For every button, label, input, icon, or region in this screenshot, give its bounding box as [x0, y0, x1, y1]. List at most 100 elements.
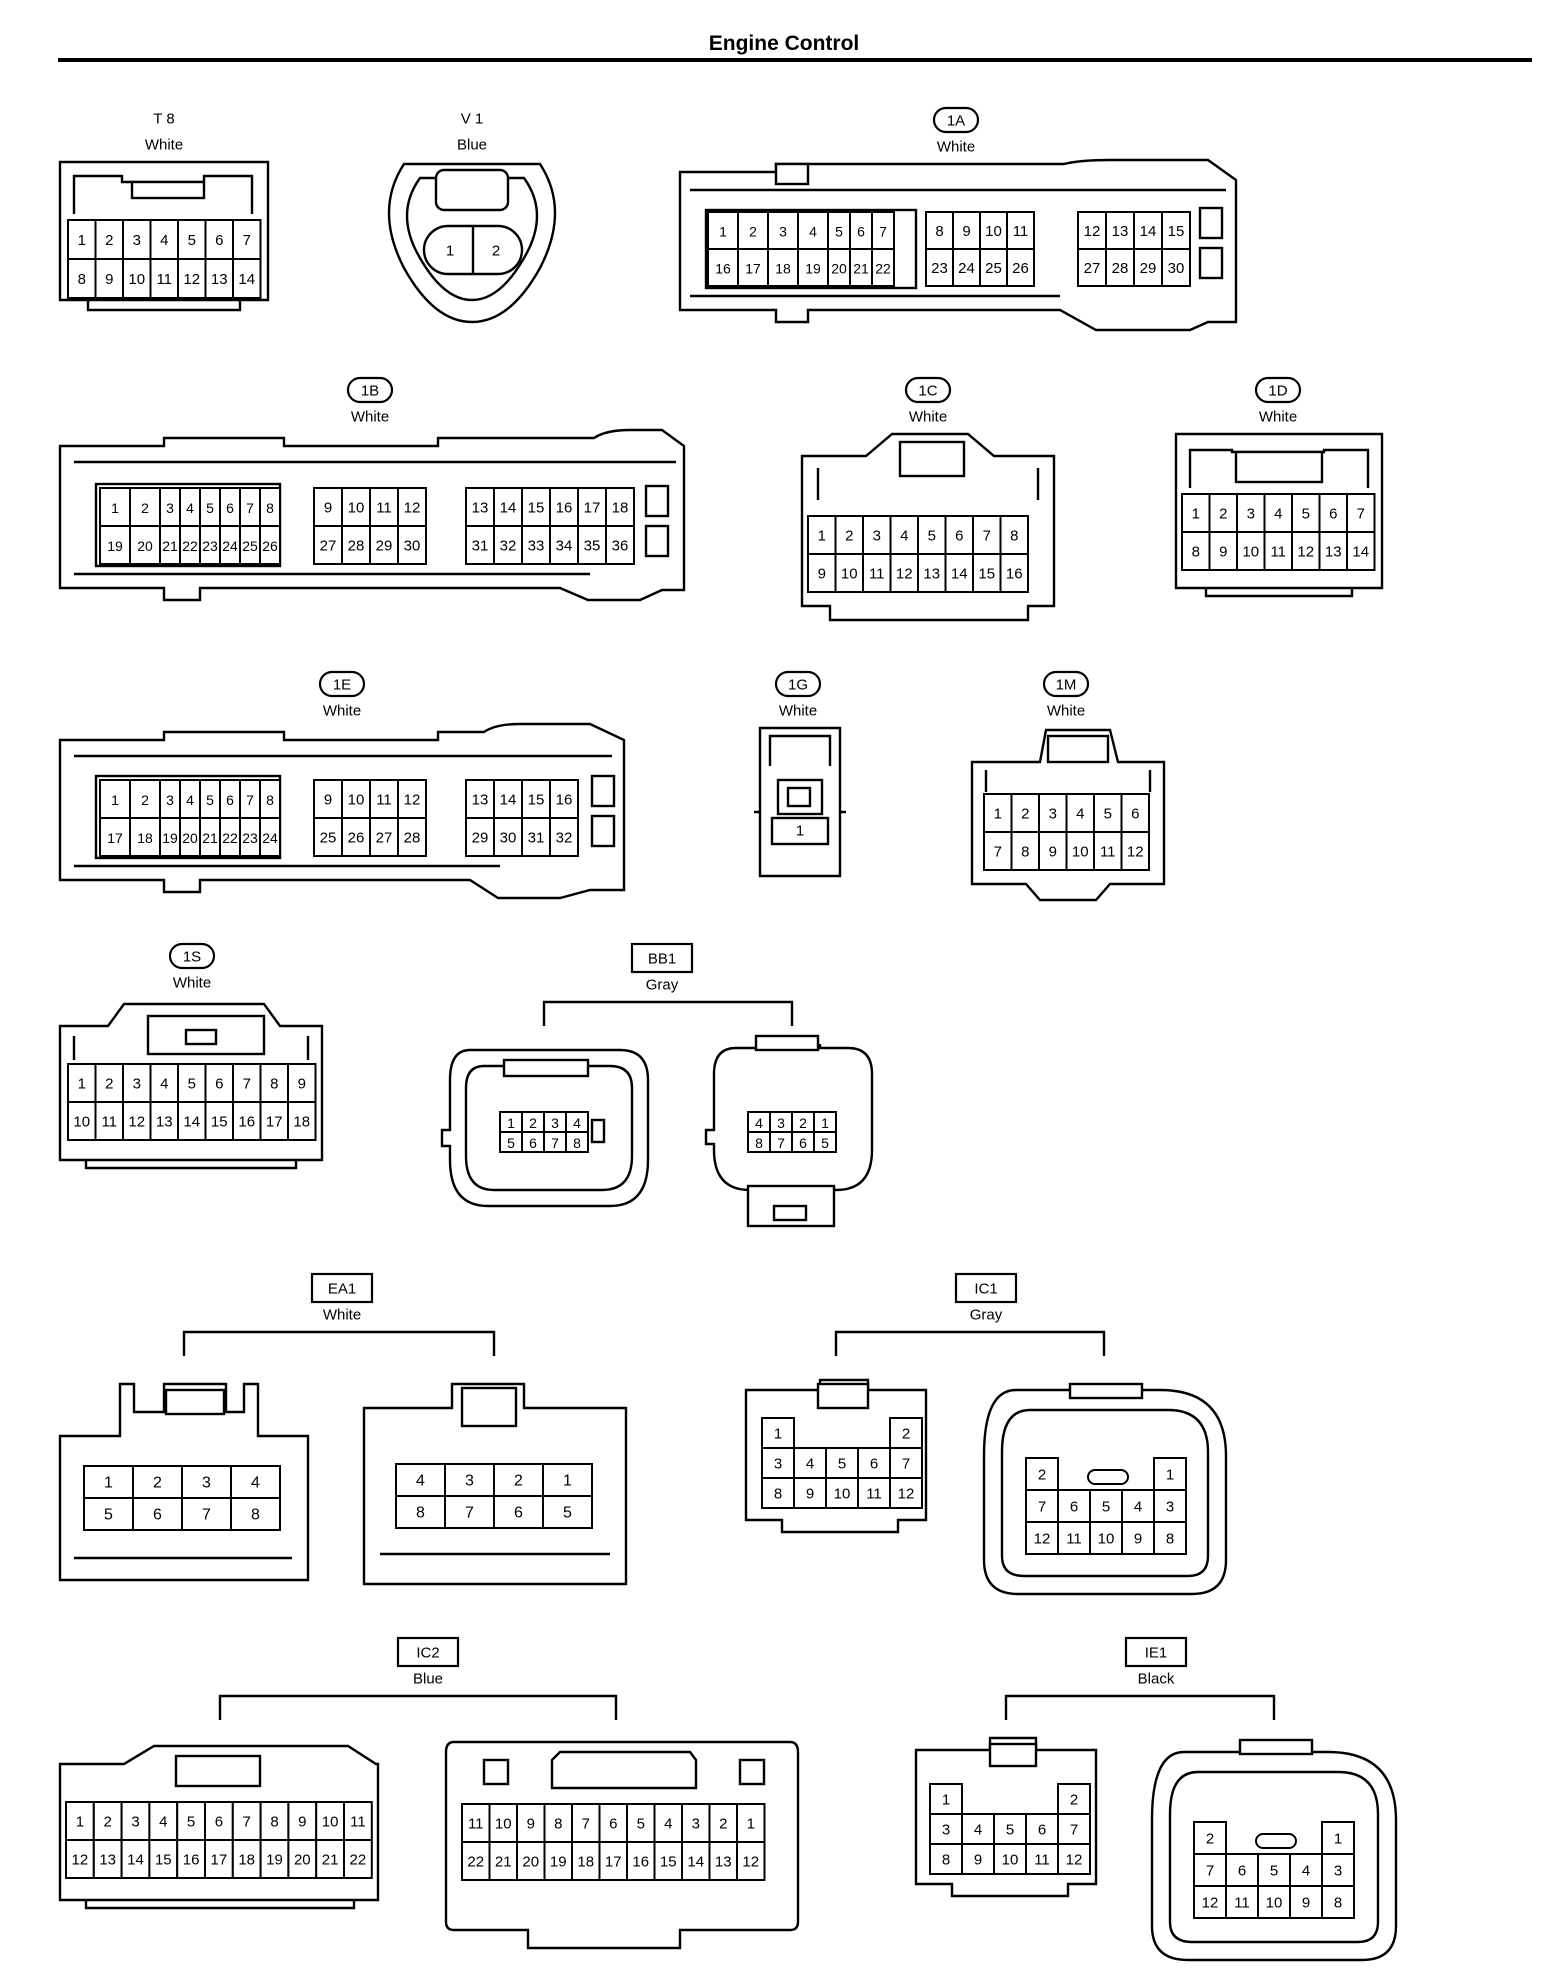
- connector-code: IC1: [974, 1281, 997, 1298]
- pin-cell: [204, 1801, 234, 1841]
- pin-number: 25: [320, 830, 337, 847]
- housing-outline: [744, 1378, 928, 1534]
- pin-number: 10: [128, 271, 145, 288]
- pin-number: 14: [183, 1114, 200, 1131]
- pin-number: 23: [242, 830, 258, 846]
- pin-cell: [813, 1131, 837, 1153]
- pin-number: 10: [1266, 1895, 1283, 1912]
- pin-cell: [807, 553, 837, 593]
- pin-number: 11: [1100, 844, 1116, 861]
- pin-cell: [1236, 531, 1266, 571]
- pin-cell: [542, 1495, 593, 1529]
- pin-cell: [313, 817, 343, 857]
- pin-number: 5: [563, 1505, 572, 1522]
- latch: [988, 1742, 1038, 1768]
- pin-cell: [232, 1063, 262, 1103]
- pin-number: 10: [1002, 1852, 1019, 1869]
- pin-number: 4: [251, 1475, 260, 1492]
- pin-number: 7: [777, 1135, 785, 1151]
- latch: [776, 778, 824, 816]
- pin-number: 28: [1112, 260, 1129, 277]
- pin-number: 11: [1270, 544, 1286, 561]
- pin-cell: [770, 816, 830, 846]
- latch: [1046, 734, 1110, 764]
- pin-number: 5: [188, 1076, 196, 1093]
- pin-cell: [1153, 1457, 1187, 1491]
- pin-cell: [341, 487, 371, 527]
- pin-cell: [1077, 248, 1107, 287]
- pin-cell: [626, 1841, 656, 1881]
- pin-number: 15: [528, 792, 545, 809]
- pin-cell: [1318, 531, 1348, 571]
- housing-outline: [86, 300, 242, 312]
- pin-number: 6: [153, 1507, 162, 1524]
- pin-number: 22: [350, 1852, 367, 1869]
- pin-number: 19: [162, 830, 178, 846]
- pin-number: 7: [879, 224, 887, 240]
- pin-number: 6: [1329, 506, 1337, 523]
- key-tab: [482, 1758, 510, 1786]
- pin-cell: [1153, 1521, 1187, 1555]
- pin-number: 9: [298, 1076, 306, 1093]
- housing-outline: [800, 432, 1056, 622]
- connector-code-box: [310, 1272, 374, 1304]
- housing-outline: [678, 158, 1238, 332]
- pin-cell: [857, 1477, 891, 1509]
- pin-number: 12: [742, 1854, 759, 1871]
- connector-code-box: [1124, 1636, 1188, 1668]
- pin-number: 14: [238, 271, 255, 288]
- pin-number: 29: [1140, 260, 1157, 277]
- pin-number: 7: [243, 1076, 251, 1093]
- connector-code: BB1: [648, 951, 676, 968]
- pin-cell: [1291, 493, 1321, 533]
- pin-number: 20: [294, 1852, 311, 1869]
- pin-cell: [177, 1063, 207, 1103]
- pin-number: 1: [994, 806, 1002, 823]
- pin-cell: [1006, 248, 1035, 287]
- pin-cell: [232, 1101, 262, 1141]
- pin-number: 2: [153, 1475, 162, 1492]
- pin-number: 6: [215, 1076, 223, 1093]
- pin-number: 2: [105, 232, 113, 249]
- housing-outline: [982, 1388, 1228, 1596]
- pin-number: 4: [1076, 806, 1084, 823]
- housing-outline: [464, 1064, 634, 1192]
- pin-cell: [889, 553, 919, 593]
- pin-number: 1: [111, 500, 119, 516]
- housing-outline: [984, 770, 1152, 792]
- pin-number: 17: [211, 1852, 228, 1869]
- pin-cell: [1346, 493, 1376, 533]
- pin-cell: [797, 248, 829, 287]
- pin-cell: [313, 487, 343, 527]
- connector-code-oval: [346, 376, 394, 404]
- pin-number: 12: [404, 500, 421, 517]
- pin-cell: [983, 831, 1013, 871]
- housing-outline: [444, 1740, 800, 1950]
- page-title: Engine Control: [708, 32, 860, 55]
- pin-cell: [952, 248, 981, 287]
- pin-number: 29: [376, 538, 393, 555]
- pin-number: 16: [715, 261, 731, 277]
- pin-number: 10: [348, 500, 365, 517]
- pin-number: 21: [322, 1852, 339, 1869]
- pin-cell: [761, 1417, 795, 1449]
- pin-cell: [889, 1447, 923, 1479]
- pair-bracket: [182, 1330, 496, 1356]
- housing-outline: [816, 468, 1040, 500]
- pin-number: 7: [994, 844, 1002, 861]
- pin-number: 12: [898, 1486, 915, 1503]
- pin-number: 19: [266, 1852, 283, 1869]
- pin-number: 20: [831, 261, 847, 277]
